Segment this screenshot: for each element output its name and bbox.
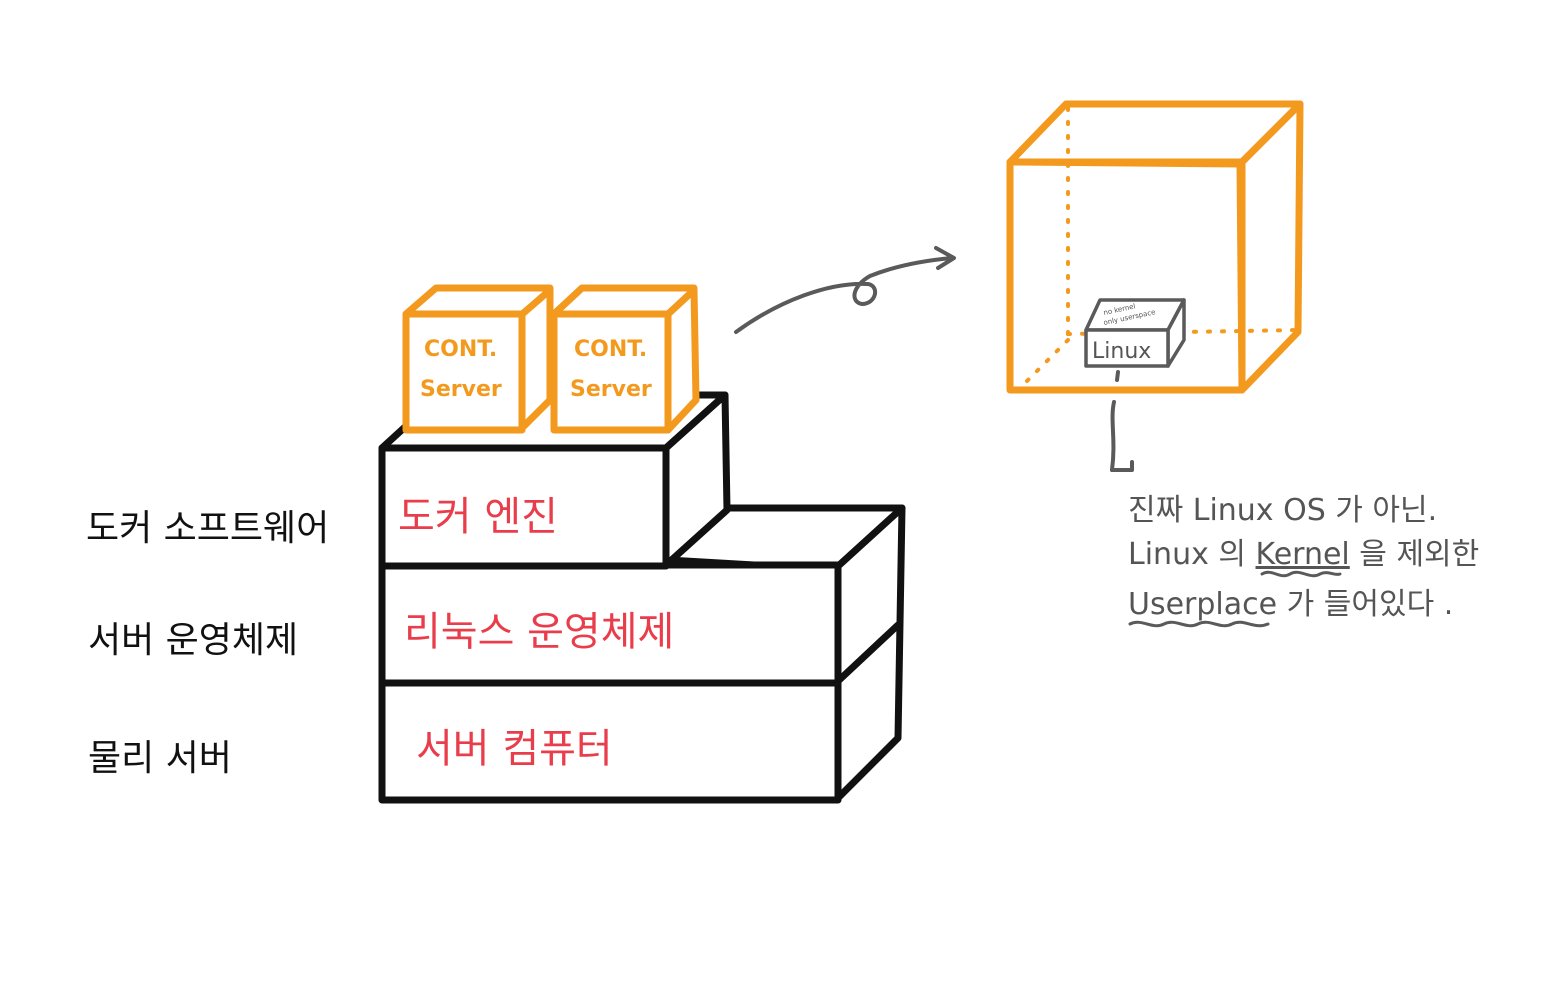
container-cube-2 (550, 284, 700, 434)
server-computer-block (378, 504, 906, 804)
physical-server-side-label: 물리 서버 (88, 738, 232, 779)
kernel-underline (1260, 570, 1342, 578)
note-line-3-suffix: 가 들어있다 . (1277, 587, 1453, 622)
down-arrow (1110, 400, 1134, 472)
note-line-2-suffix: 을 제외한 (1350, 537, 1479, 572)
note-line-3: Userplace 가 들어있다 . (1128, 587, 1453, 622)
container-1-line1: CONT. (424, 337, 497, 362)
linux-box-label: Linux (1092, 339, 1151, 364)
docker-software-side-label: 도커 소프트웨어 (86, 508, 329, 549)
container-1-line2: Server (420, 377, 502, 402)
container-2-line1: CONT. (574, 337, 647, 362)
container-2-line2: Server (570, 377, 652, 402)
server-os-side-label: 서버 운영체제 (88, 620, 298, 661)
note-line-2-prefix: Linux 의 (1128, 537, 1256, 572)
userspace-underline (1128, 620, 1270, 628)
pointer-arrow (734, 246, 956, 334)
linux-os-label: 리눅스 운영체제 (404, 609, 674, 655)
note-line-2: Linux 의 Kernel 을 제외한 (1128, 537, 1479, 572)
linux-userspace-box (1084, 298, 1186, 382)
server-computer-label: 서버 컴퓨터 (416, 726, 613, 772)
container-cube-1 (402, 284, 554, 434)
note-line-1: 진짜 Linux OS 가 아닌. (1128, 493, 1437, 528)
docker-engine-block (378, 391, 731, 570)
note-kernel-word: Kernel (1256, 537, 1350, 572)
note-userspace-word: Userplace (1128, 587, 1277, 622)
docker-engine-label: 도커 엔진 (398, 494, 558, 540)
